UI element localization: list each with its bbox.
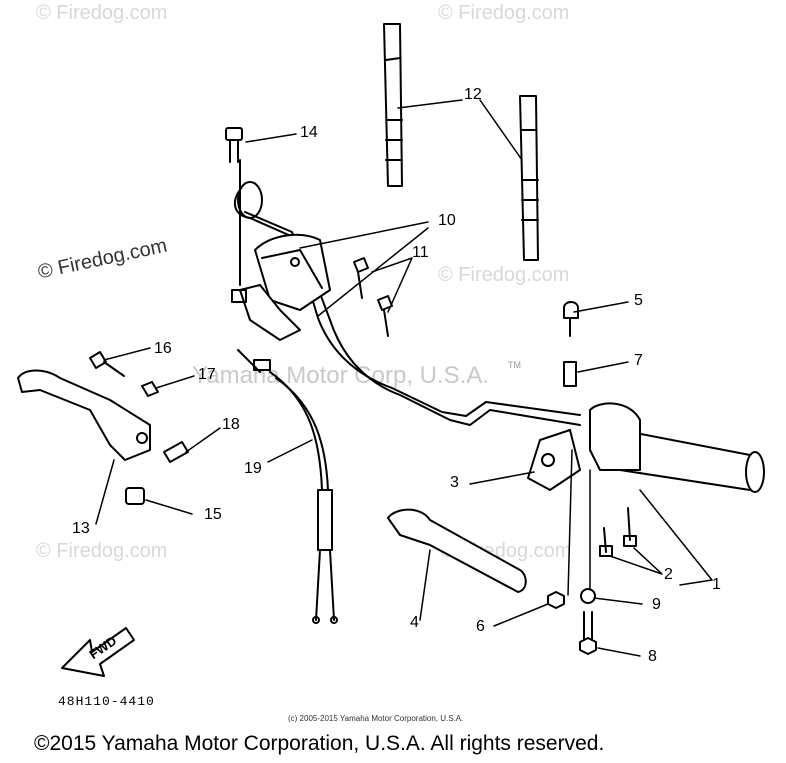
cable-ties-12 (383, 23, 539, 261)
watermark: © Firedog.com (438, 264, 570, 286)
watermark: © Firedog.com (36, 2, 168, 24)
callout-5: 5 (634, 292, 643, 309)
callout-17: 17 (198, 366, 216, 383)
callout-9: 9 (652, 596, 661, 613)
callout-4: 4 (410, 614, 419, 631)
callout-8: 8 (648, 648, 657, 665)
lever-13 (17, 369, 151, 461)
diagram-code: 48H110-4410 (58, 694, 155, 709)
watermark: © Firedog.com (36, 540, 168, 562)
callout-13: 13 (72, 520, 90, 537)
callout-2: 2 (664, 566, 673, 583)
callout-11: 11 (412, 244, 429, 261)
callout-16: 16 (154, 340, 172, 357)
left-switch-housing (231, 233, 331, 341)
callout-12: 12 (464, 86, 482, 103)
screw-14 (225, 127, 243, 286)
callout-19: 19 (244, 460, 262, 477)
fwd-arrow-icon (61, 627, 135, 677)
callout-14: 14 (300, 124, 318, 141)
callout-3: 3 (450, 474, 459, 491)
lever-4 (387, 508, 527, 593)
tm-mark: TM (508, 360, 521, 370)
footer-copyright: ©2015 Yamaha Motor Corporation, U.S.A. A… (34, 732, 605, 755)
center-watermark: Yamaha Motor Corp, U.S.A. (192, 362, 489, 389)
small-parts (89, 301, 637, 655)
small-copyright: (c) 2005-2015 Yamaha Motor Corporation, … (288, 714, 464, 723)
callout-15: 15 (204, 506, 222, 523)
callout-1: 1 (712, 576, 721, 593)
handlebar (233, 181, 765, 493)
screws-11 (353, 257, 393, 337)
callout-10: 10 (438, 212, 456, 229)
right-lever-holder (527, 402, 641, 491)
callout-7: 7 (634, 352, 643, 369)
leader-lines (95, 99, 713, 657)
wire-19 (237, 349, 338, 624)
callout-18: 18 (222, 416, 240, 433)
callout-6: 6 (476, 618, 485, 635)
watermark: © Firedog.com (438, 2, 570, 24)
